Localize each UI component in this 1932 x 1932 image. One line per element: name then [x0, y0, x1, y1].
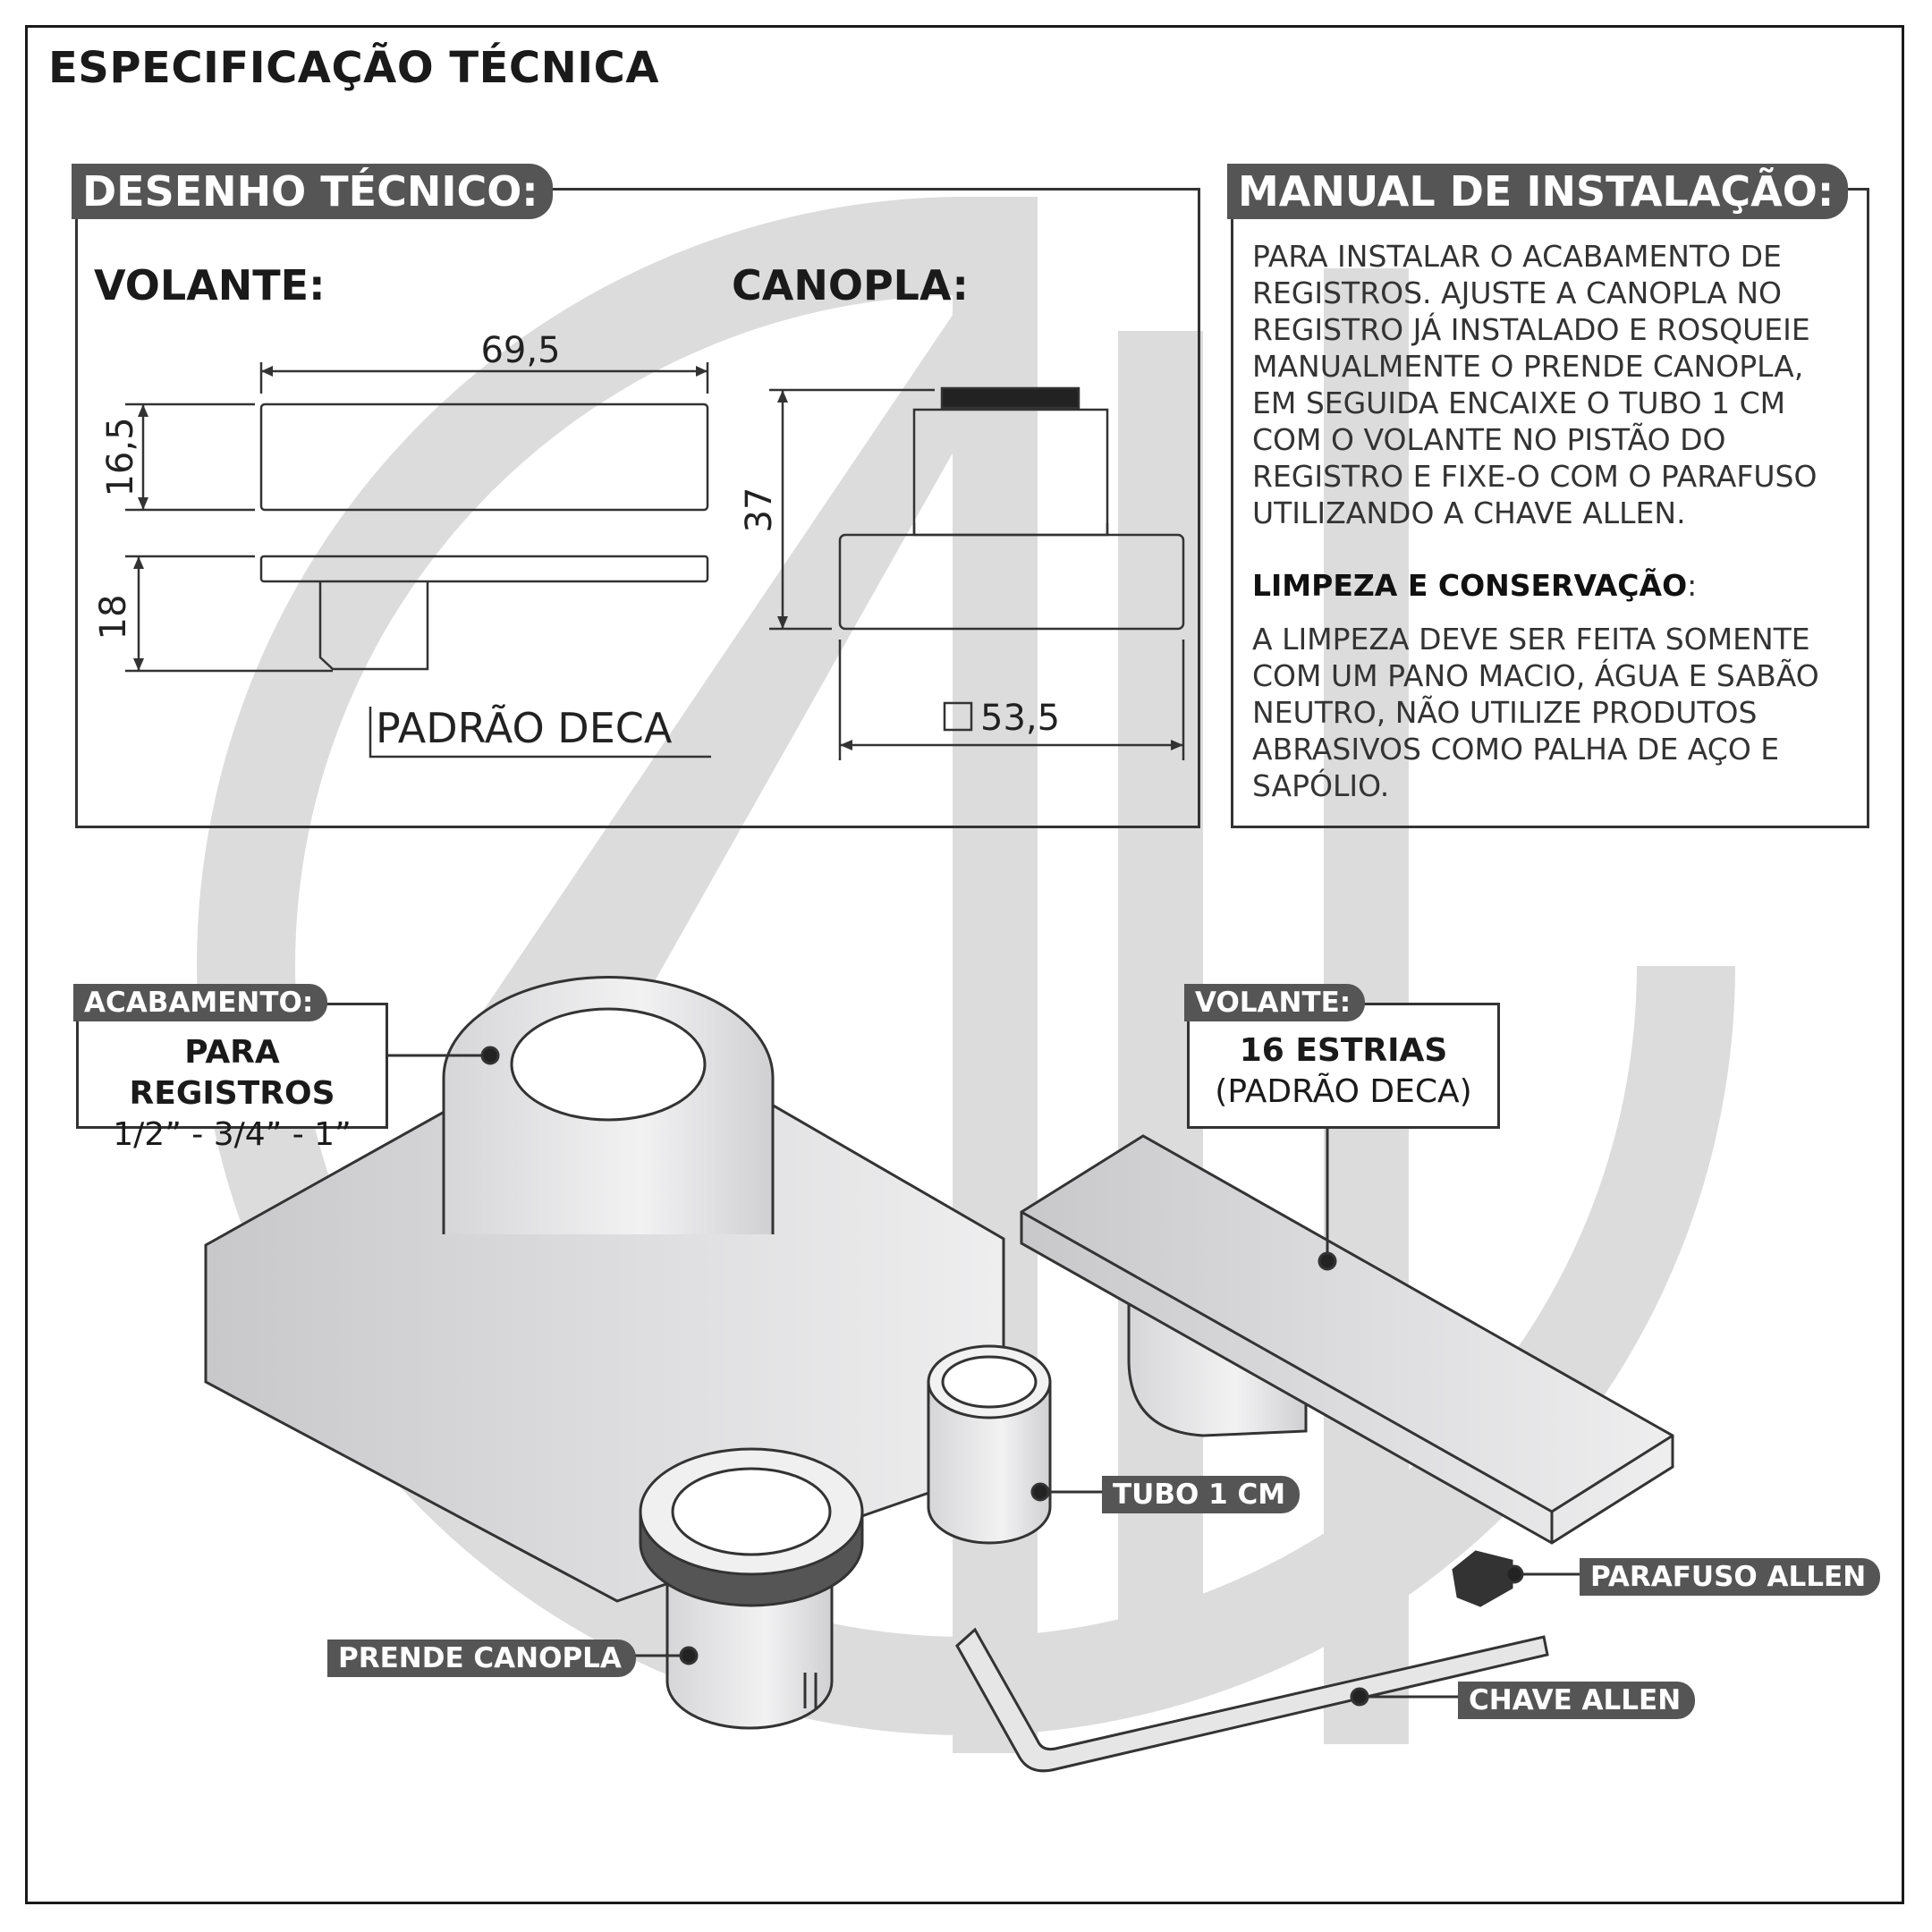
tubo-tag: TUBO 1 CM	[1102, 1476, 1301, 1513]
cleaning-text: A LIMPEZA DEVE SER FEITA SOMENTE COM UM …	[1252, 622, 1819, 803]
dim-height-bottom-label: 18	[93, 595, 134, 640]
product-illustration	[204, 976, 1674, 1773]
volante-line2: (PADRÃO DECA)	[1215, 1073, 1472, 1110]
volante-stem-shape	[318, 581, 429, 671]
dim-width-label: 69,5	[480, 330, 560, 371]
volante-side-shape	[259, 555, 709, 583]
volante-top-shape	[259, 402, 709, 512]
technical-drawing: 69,5 16,5 18 PADRÃO DECA 37 53,5	[93, 330, 1185, 760]
page-frame	[25, 25, 1904, 1904]
square-symbol	[943, 701, 973, 732]
dim-height-top-label: 16,5	[100, 417, 141, 496]
chave-allen-3d	[955, 1627, 1549, 1773]
acabamento-line1: PARA REGISTROS	[129, 1034, 335, 1112]
drawing-header: DESENHO TÉCNICO:	[72, 164, 553, 219]
manual-header: MANUAL DE INSTALAÇÃO:	[1227, 164, 1849, 219]
canopla-height-label: 37	[739, 487, 780, 533]
acabamento-callout: PARA REGISTROS 1/2” - 3/4” - 1”	[76, 1003, 388, 1153]
cleaning-title: LIMPEZA E CONSERVAÇÃO:	[1252, 568, 1698, 603]
standard-label: PADRÃO DECA	[376, 704, 673, 752]
parafuso-tag: PARAFUSO ALLEN	[1580, 1558, 1881, 1596]
volante-line1: 16 ESTRIAS	[1239, 1032, 1448, 1069]
canopla-thread-shape	[940, 386, 1080, 410]
volante-tag: VOLANTE:	[1184, 984, 1366, 1021]
tubo-3d	[927, 1380, 1052, 1545]
drawing-panel	[75, 188, 1200, 828]
volante-label: VOLANTE:	[94, 261, 326, 309]
parafuso-3d	[1452, 1550, 1513, 1607]
volante-3d	[1127, 1294, 1308, 1437]
acabamento-tag: ACABAMENTO:	[73, 984, 328, 1021]
page-title: ESPECIFICAÇÃO TÉCNICA	[48, 43, 659, 93]
chave-allen-tag: CHAVE ALLEN	[1458, 1682, 1696, 1719]
installation-text: PARA INSTALAR O ACABAMENTO DE REGISTROS.…	[1252, 239, 1818, 530]
canopla-base-shape	[838, 533, 1185, 631]
prende-canopla-tag: PRENDE CANOPLA	[327, 1640, 636, 1677]
volante-callout: 16 ESTRIAS (PADRÃO DECA)	[1187, 1003, 1500, 1129]
canopla-width-label: 53,5	[980, 698, 1060, 739]
canopla-label: CANOPLA:	[732, 261, 969, 309]
acabamento-line2: 1/2” - 3/4” - 1”	[113, 1116, 352, 1153]
